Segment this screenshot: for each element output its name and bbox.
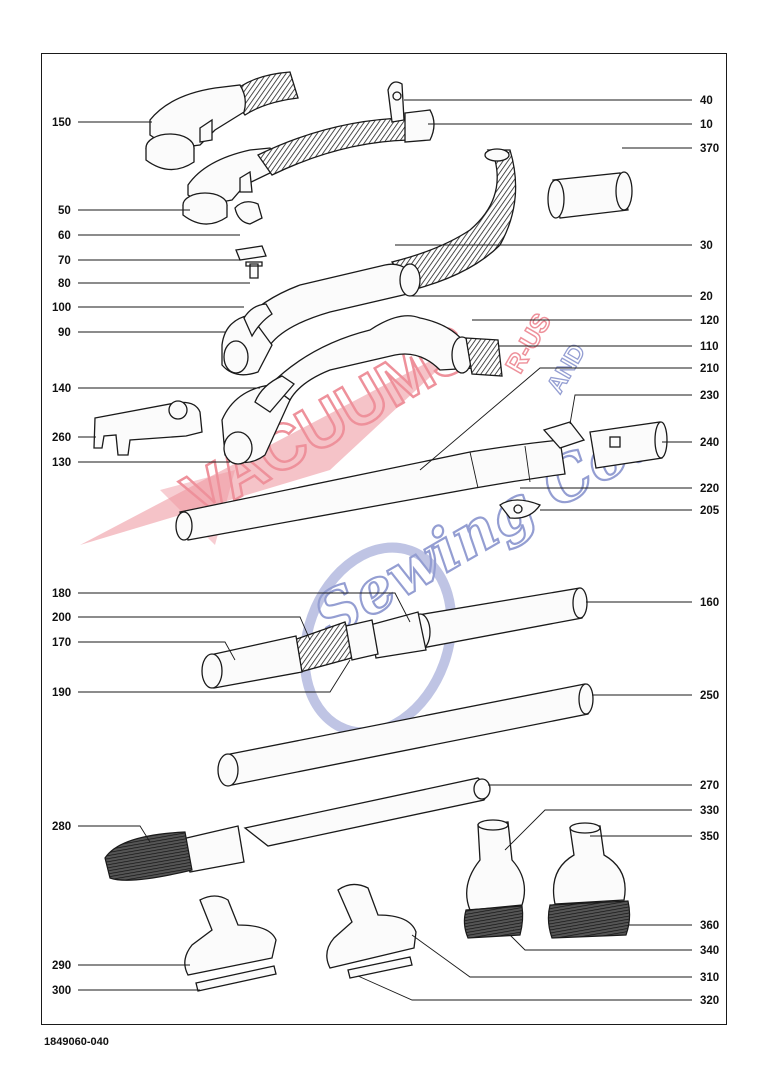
tube-160 xyxy=(417,587,587,649)
callout-205: 205 xyxy=(700,505,720,517)
locking-ring-190 xyxy=(345,619,379,661)
callout-70: 70 xyxy=(58,255,71,267)
diagram-frame xyxy=(41,53,727,1025)
upholstery-tool-290 xyxy=(184,895,277,976)
callout-140: 140 xyxy=(52,383,71,395)
callout-80: 80 xyxy=(58,278,71,290)
watermark-blue-swirl xyxy=(299,542,457,738)
callout-120: 120 xyxy=(700,315,719,327)
callout-60: 60 xyxy=(58,230,71,242)
callout-360: 360 xyxy=(700,920,719,932)
strip-320 xyxy=(347,956,413,979)
callout-310: 310 xyxy=(700,972,719,984)
watermark-text-rus: R-US xyxy=(499,308,557,378)
callout-50: 50 xyxy=(58,205,71,217)
callout-320: 320 xyxy=(700,995,719,1007)
dusting-brush-350 xyxy=(547,822,631,939)
callout-160: 160 xyxy=(700,597,719,609)
callout-300: 300 xyxy=(52,985,71,997)
dusting-brush-330 xyxy=(463,819,526,939)
watermark-text-and: AND xyxy=(542,339,591,398)
callout-220: 220 xyxy=(700,483,719,495)
tube-210 xyxy=(179,439,566,541)
button-140 xyxy=(254,375,295,413)
callout-130: 130 xyxy=(52,457,71,469)
callout-280: 280 xyxy=(52,821,71,833)
screw-80 xyxy=(245,261,263,279)
sleeve-370 xyxy=(547,171,633,219)
hose-30 xyxy=(390,149,517,291)
callout-110: 110 xyxy=(700,341,719,353)
hose-10 xyxy=(257,115,429,176)
watermark-red-triangle xyxy=(80,340,470,545)
callout-340: 340 xyxy=(700,945,719,957)
tube-250 xyxy=(224,683,593,786)
callout-250: 250 xyxy=(700,690,719,702)
callout-230: 230 xyxy=(700,390,719,402)
callout-10: 10 xyxy=(700,119,713,131)
callout-260: 260 xyxy=(52,432,71,444)
upholstery-tool-310 xyxy=(326,883,417,969)
button-100 xyxy=(243,303,273,338)
callout-330: 330 xyxy=(700,805,719,817)
callout-210: 210 xyxy=(700,363,719,375)
callout-100: 100 xyxy=(52,302,71,314)
leader-lines xyxy=(78,99,692,1001)
callout-20: 20 xyxy=(700,291,713,303)
hose-cuff-150 xyxy=(145,71,299,171)
callout-150: 150 xyxy=(52,117,71,129)
parts-drawings xyxy=(93,71,668,992)
callout-90: 90 xyxy=(58,327,71,339)
tube-170 xyxy=(209,635,303,689)
document-number: 1849060-040 xyxy=(44,1036,109,1048)
callout-180: 180 xyxy=(52,588,71,600)
latch-230 xyxy=(542,421,586,449)
callout-40: 40 xyxy=(700,95,713,107)
callout-370: 370 xyxy=(700,143,719,155)
callout-240: 240 xyxy=(700,437,719,449)
callout-290: 290 xyxy=(52,960,71,972)
crevice-tool-270 xyxy=(243,777,488,847)
bellows-110 xyxy=(465,337,503,377)
callout-labels: 150 50 60 70 80 100 90 140 260 130 40 10… xyxy=(52,95,720,1007)
hanger-40 xyxy=(387,81,405,123)
callout-270: 270 xyxy=(700,780,719,792)
clip-60 xyxy=(234,201,263,225)
handle-20 xyxy=(239,263,417,362)
callout-200: 200 xyxy=(52,612,71,624)
callout-170: 170 xyxy=(52,637,71,649)
strip-300 xyxy=(195,965,277,992)
callout-30: 30 xyxy=(700,240,713,252)
callout-190: 190 xyxy=(52,687,71,699)
plate-70 xyxy=(235,245,267,261)
callout-350: 350 xyxy=(700,831,719,843)
